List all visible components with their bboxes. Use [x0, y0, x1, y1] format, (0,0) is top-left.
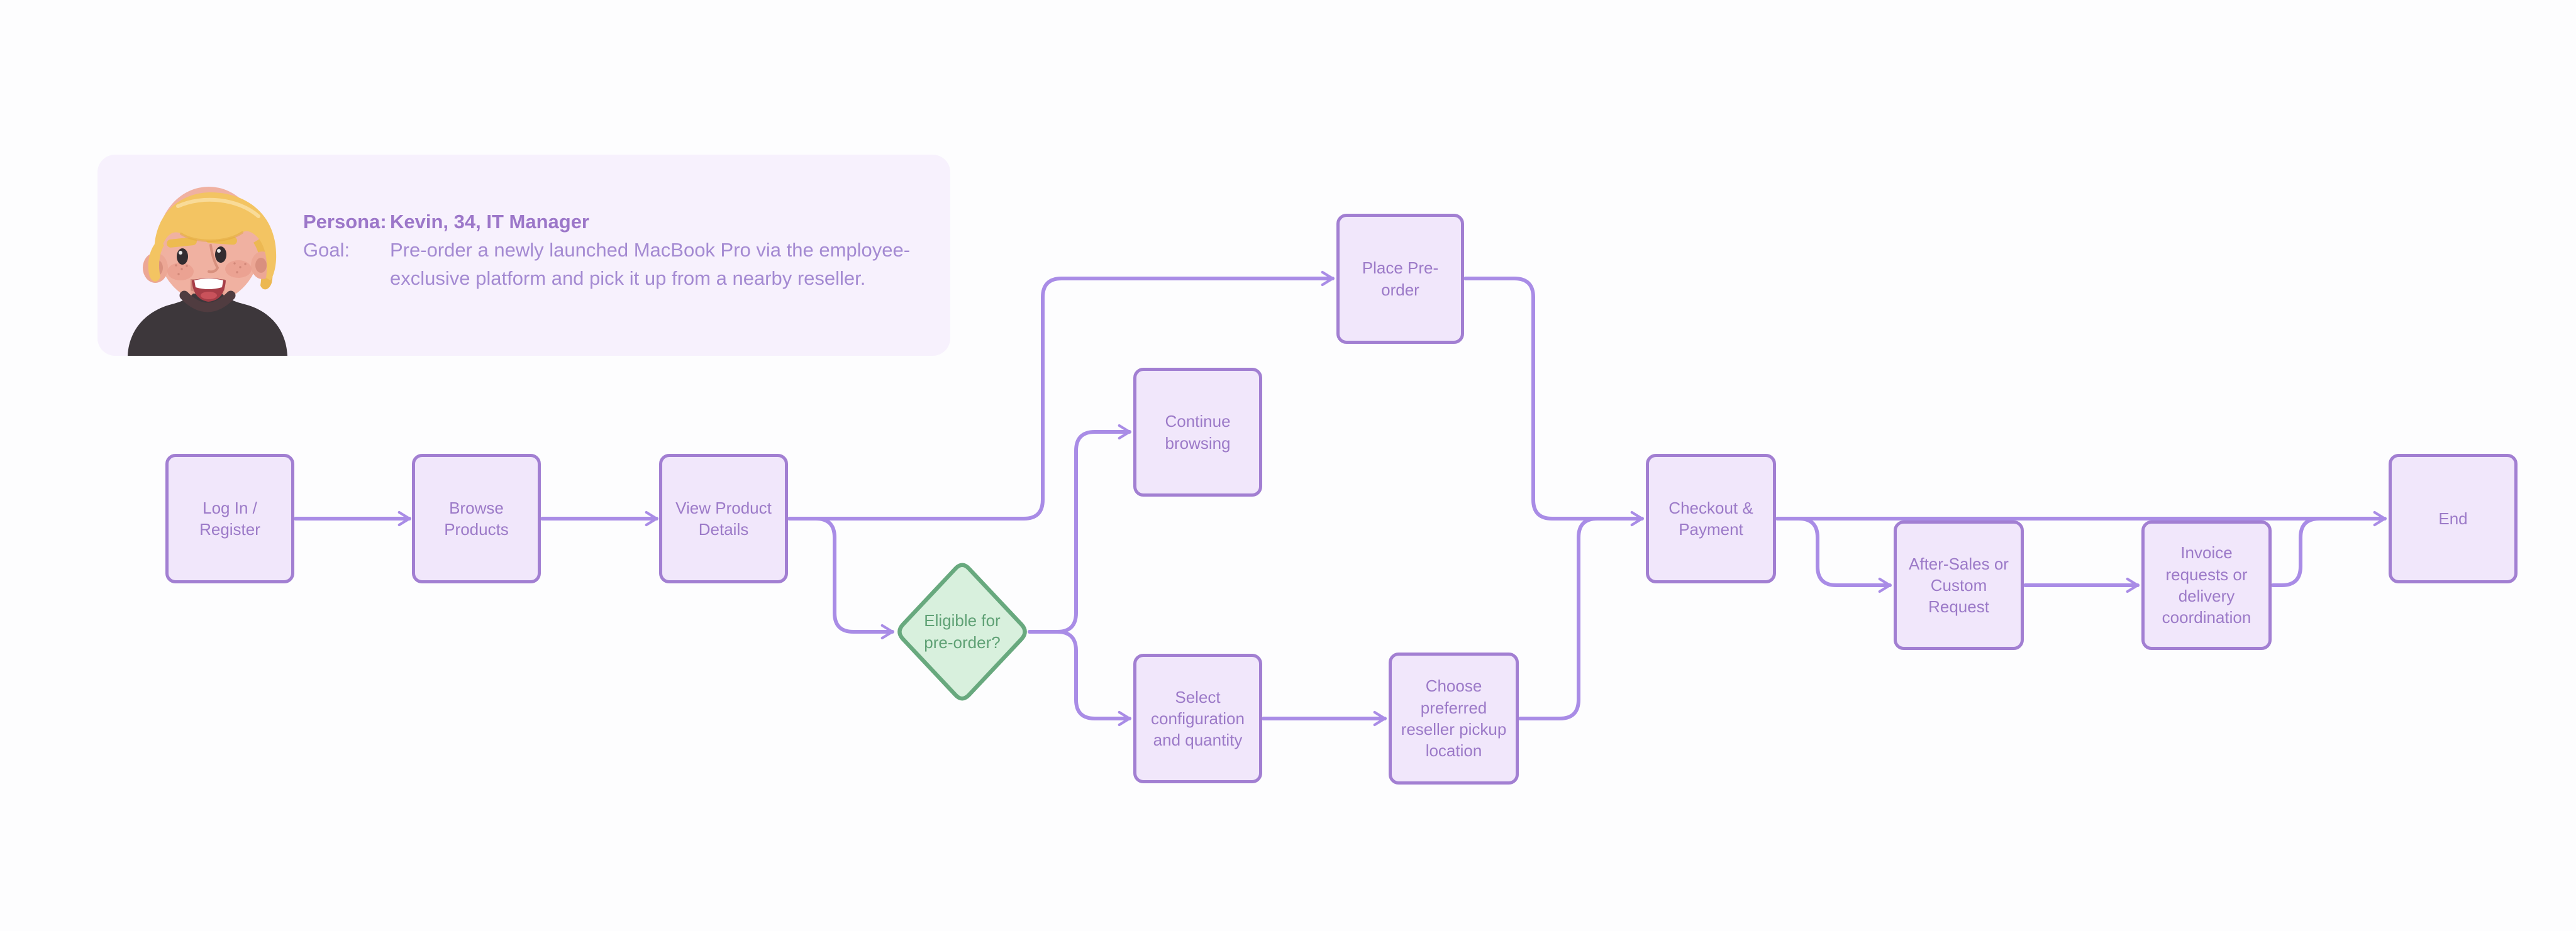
node-choose-pickup-location: Choose preferred reseller pickup locatio… [1389, 653, 1519, 785]
persona-value: Kevin, 34, IT Manager [390, 211, 589, 233]
persona-label: Persona: [303, 211, 387, 233]
node-continue-browsing: Continue browsing [1133, 368, 1262, 497]
edge-choose-pickup-checkout [1518, 517, 1624, 720]
node-checkout-payment: Checkout & Payment [1646, 454, 1776, 583]
edge-place-preorder-checkout [1463, 277, 1644, 527]
node-browse-products: Browse Products [412, 454, 541, 583]
node-eligible-for-preorder: Eligible for pre-order? [924, 610, 1001, 652]
persona-card: Persona: Kevin, 34, IT Manager Goal: Pre… [97, 155, 950, 356]
edge-invoice-end [2271, 517, 2345, 587]
node-invoice-delivery: Invoice requests or delivery coordinatio… [2141, 521, 2272, 650]
node-end: End [2389, 454, 2518, 583]
persona-avatar [116, 179, 299, 356]
edge-checkout-after-sales [1775, 517, 1892, 593]
edge-view-eligible [787, 517, 894, 640]
decision-diamond-shape [897, 563, 1027, 701]
goal-label: Goal: [303, 239, 350, 261]
node-login-register: Log In / Register [165, 454, 294, 583]
edge-eligible-select-configuration [1028, 630, 1131, 727]
node-view-product-details: View Product Details [659, 454, 788, 583]
avatar-illustration [128, 187, 287, 356]
edge-eligible-continue-browsing [1028, 424, 1131, 634]
node-place-preorder: Place Pre-order [1336, 214, 1464, 344]
persona-text-block: Persona: Kevin, 34, IT Manager Goal: Pre… [303, 207, 950, 292]
node-after-sales-request: After-Sales or Custom Request [1894, 521, 2024, 650]
goal-value: Pre-order a newly launched MacBook Pro v… [390, 239, 911, 289]
node-select-configuration: Select configuration and quantity [1133, 654, 1262, 783]
edge-view-place-preorder [787, 270, 1335, 521]
